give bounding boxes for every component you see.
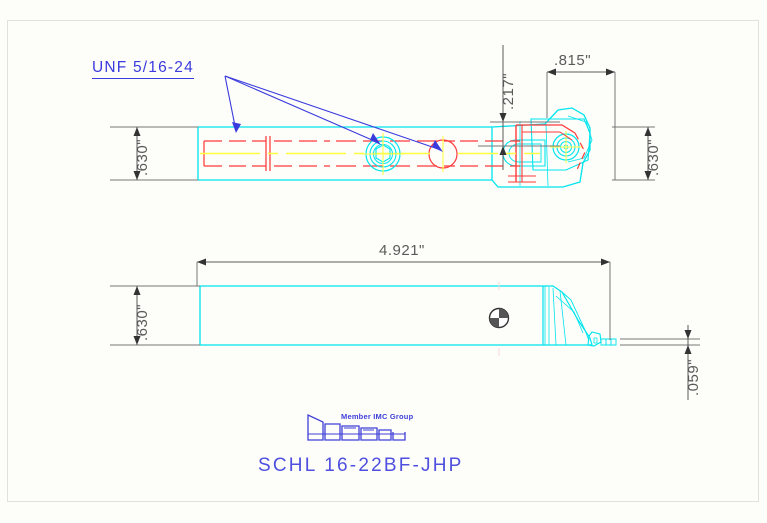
part-number-label: SCHL 16-22BF-JHP [258, 455, 464, 476]
dimension-top-height-left: .630" [134, 138, 151, 176]
side-view-dimension-lines [110, 261, 700, 400]
side-view-head-outline [542, 285, 617, 347]
thread-callout-arrowheads [232, 122, 443, 152]
drawing-frame-border [7, 20, 759, 502]
imc-group-tagline: Member IMC Group [341, 412, 414, 421]
iscar-logo-mark [307, 413, 406, 441]
thread-specification-label: UNF 5/16-24 [92, 59, 194, 79]
dimension-top-height-right: .630" [645, 138, 662, 176]
top-view-clamp-screw [550, 131, 582, 163]
top-view-dimension-arrowheads [133, 68, 652, 180]
top-view-shank-outline [197, 126, 492, 181]
dimension-head-offset: .217" [500, 72, 517, 110]
side-view [199, 282, 617, 356]
thread-callout-leader-lines [224, 75, 442, 151]
iscar-logo: Member IMC Group [303, 412, 423, 454]
dimension-tip-thickness: .059" [685, 358, 702, 396]
side-view-coolant-hole-symbol [488, 307, 510, 329]
side-view-shank-outline [199, 285, 543, 346]
top-view [197, 75, 593, 188]
dimension-overall-length: 4.921" [379, 242, 425, 259]
dimension-head-width: .815" [554, 52, 592, 69]
side-view-dimension-arrowheads [133, 258, 692, 354]
top-view-locking-screw [362, 133, 444, 175]
dimension-side-height: .630" [134, 303, 151, 341]
